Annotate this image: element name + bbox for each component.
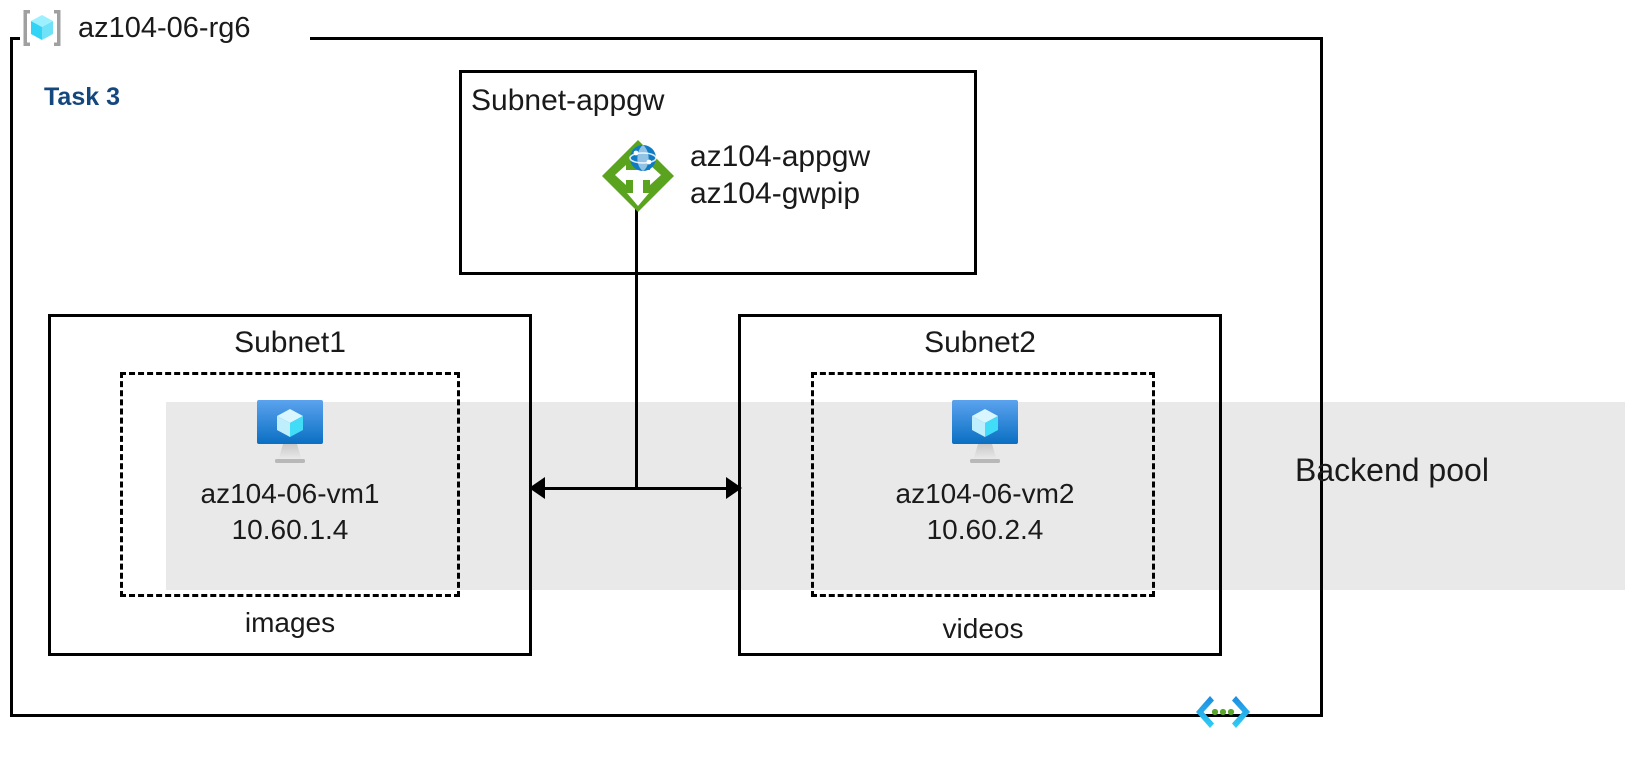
subnet1-dashed-boundary <box>120 372 460 597</box>
virtual-machine-icon <box>863 398 1107 468</box>
appgw-resource-name: az104-appgw <box>690 140 871 174</box>
vm2-ip: 10.60.2.4 <box>926 513 1044 545</box>
code-brackets-icon <box>1194 692 1252 732</box>
resource-group-title-gap <box>20 20 310 56</box>
subnet2-title: Subnet2 <box>924 326 1036 359</box>
subnet2-dashed-boundary <box>811 372 1155 597</box>
resource-group-container <box>10 37 1323 717</box>
task-label: Task 3 <box>44 83 120 111</box>
vm1-name: az104-06-vm1 <box>200 478 380 509</box>
arrow-head-right-icon <box>726 477 742 499</box>
subnet2-caption: videos <box>942 613 1024 644</box>
subnet1-title: Subnet1 <box>234 326 346 359</box>
vm2-group: az104-06-vm2 10.60.2.4 <box>863 398 1107 548</box>
vm1-ip: 10.60.1.4 <box>231 513 349 545</box>
application-gateway-labels: az104-appgw az104-gwpip <box>690 139 870 212</box>
subnet1-caption: images <box>244 607 336 638</box>
virtual-machine-icon <box>168 398 412 468</box>
arrow-head-left-icon <box>529 477 545 499</box>
backend-pool-band <box>166 402 1625 590</box>
resource-group-cube-icon <box>20 6 64 50</box>
resource-group-header: az104-06-rg6 <box>20 6 251 50</box>
subnet-appgw-title: Subnet-appgw <box>471 84 665 117</box>
vm2-name: az104-06-vm2 <box>895 478 1075 509</box>
subnet-appgw-box <box>459 70 977 275</box>
subnet-link-line <box>537 487 731 490</box>
vm1-group: az104-06-vm1 10.60.1.4 <box>168 398 412 548</box>
resource-group-name: az104-06-rg6 <box>78 11 251 44</box>
backend-pool-label: Backend pool <box>1295 452 1489 488</box>
application-gateway-icon <box>598 136 678 216</box>
application-gateway-group: az104-appgw az104-gwpip <box>598 136 870 216</box>
gwpip-resource-name: az104-gwpip <box>690 177 861 210</box>
appgw-to-backend-connector <box>635 206 638 489</box>
